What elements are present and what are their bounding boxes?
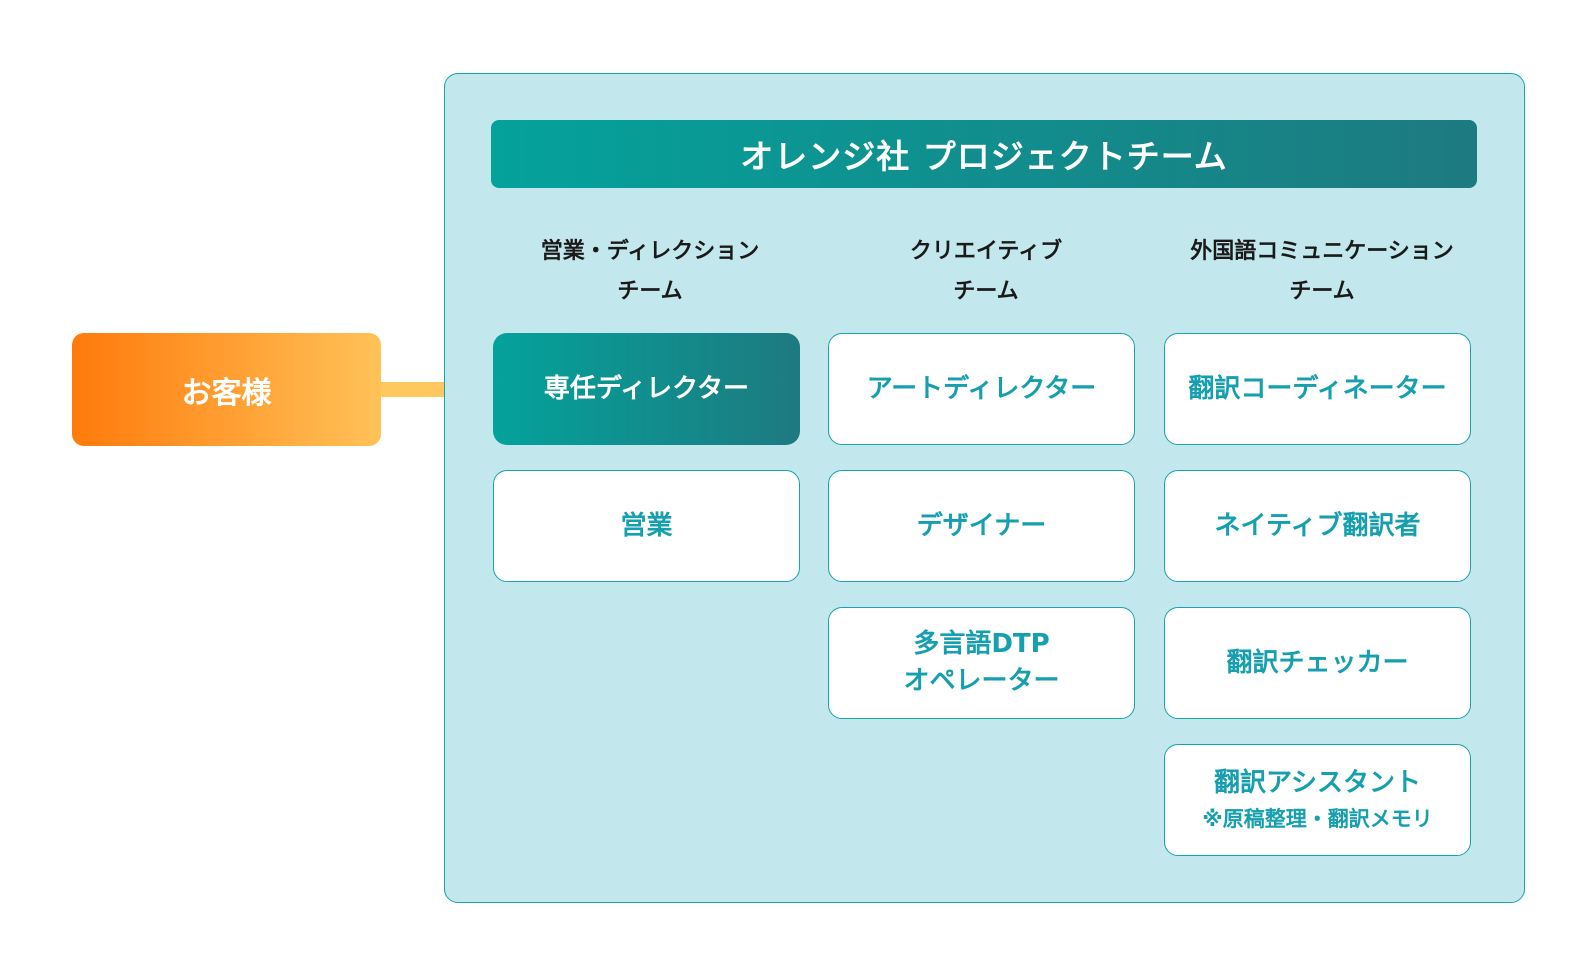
column-heading-line1: 外国語コミュニケーション [1190,239,1454,264]
role-label: 営業 [620,510,673,541]
role-label: 翻訳チェッカー [1226,647,1409,678]
role-label: デザイナー [916,510,1047,541]
role-box-dedicated-director: 専任ディレクター [493,333,800,445]
column-heading-sales-direction: 営業・ディレクション チーム [490,232,810,312]
column-heading-creative: クリエイティブ チーム [826,232,1146,312]
role-box-designer: デザイナー [828,470,1135,582]
column-heading-foreign-language: 外国語コミュニケーション チーム [1162,232,1482,312]
role-box-translation-assistant: 翻訳アシスタント ※原稿整理・翻訳メモリ [1164,744,1471,856]
project-team-title-banner: オレンジ社 プロジェクトチーム [491,120,1477,188]
role-label: 翻訳コーディネーター [1188,373,1447,404]
role-label: 翻訳アシスタント [1214,767,1421,798]
role-box-translation-coordinator: 翻訳コーディネーター [1164,333,1471,445]
column-heading-line2: チーム [953,279,1019,304]
column-heading-line2: チーム [1289,279,1355,304]
project-team-title: オレンジ社 プロジェクトチーム [740,137,1228,176]
role-label: アートディレクター [866,373,1097,404]
role-note: ※原稿整理・翻訳メモリ [1202,806,1433,831]
role-label: 専任ディレクター [543,373,750,404]
role-label-line2: オペレーター [903,666,1060,696]
role-label: ネイティブ翻訳者 [1214,510,1421,541]
role-box-sales: 営業 [493,470,800,582]
role-box-translation-checker: 翻訳チェッカー [1164,607,1471,719]
column-heading-line1: 営業・ディレクション [540,239,760,264]
role-label-line1: 多言語DTP [913,629,1050,659]
customer-label: お客様 [181,375,272,411]
role-box-dtp-operator: 多言語DTP オペレーター [828,607,1135,719]
role-box-art-director: アートディレクター [828,333,1135,445]
role-box-native-translator: ネイティブ翻訳者 [1164,470,1471,582]
customer-box: お客様 [72,333,381,446]
column-heading-line2: チーム [617,279,683,304]
column-heading-line1: クリエイティブ [909,239,1063,264]
